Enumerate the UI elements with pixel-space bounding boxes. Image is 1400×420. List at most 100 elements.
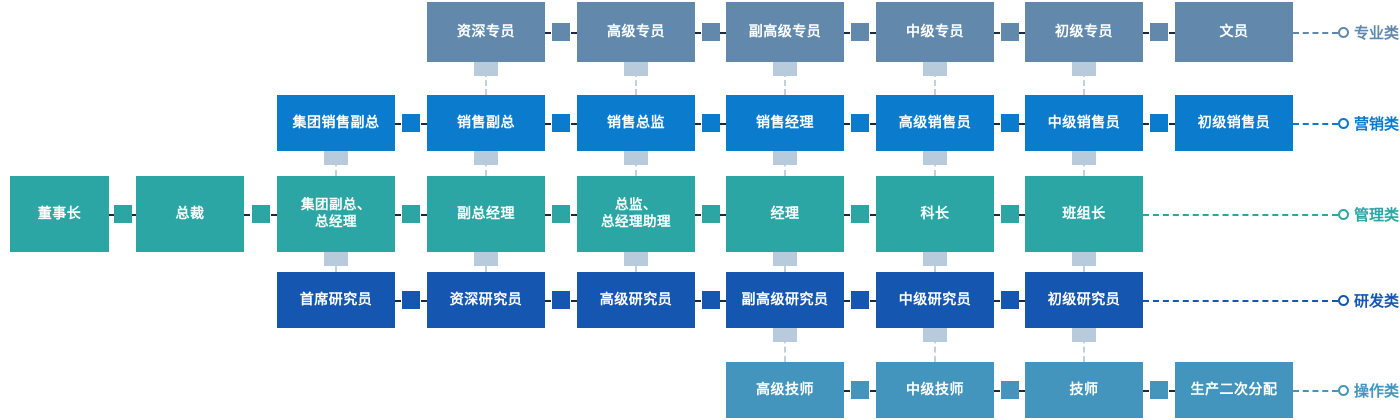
legend-marker-management[interactable] bbox=[1338, 208, 1349, 220]
legend-line-technician bbox=[1293, 390, 1338, 392]
node-technician-0[interactable]: 高级技师 bbox=[726, 362, 844, 418]
node-specialist-4[interactable]: 初级专员 bbox=[1025, 2, 1143, 62]
connector-square bbox=[1000, 381, 1019, 399]
connector-square bbox=[402, 114, 420, 132]
legend-line-specialist bbox=[1293, 32, 1338, 34]
vertical-connector-tab bbox=[474, 151, 498, 165]
connector-square bbox=[851, 23, 869, 41]
node-management-5[interactable]: 经理 bbox=[726, 176, 844, 252]
vertical-connector bbox=[784, 62, 786, 95]
vertical-connector-tab bbox=[1072, 62, 1096, 76]
node-research-1[interactable]: 资深研究员 bbox=[427, 272, 545, 328]
vertical-connector-tab bbox=[1072, 328, 1096, 342]
vertical-connector-tab bbox=[1072, 252, 1096, 266]
vertical-connector-tab bbox=[773, 328, 797, 342]
vertical-connector bbox=[784, 328, 786, 362]
connector-square bbox=[701, 23, 720, 41]
legend-line-management bbox=[1143, 214, 1338, 216]
connector-square bbox=[402, 291, 420, 309]
connector-square bbox=[1150, 381, 1168, 399]
node-technician-1[interactable]: 中级技师 bbox=[876, 362, 994, 418]
vertical-connector-tab bbox=[324, 151, 348, 165]
node-management-7[interactable]: 班组长 bbox=[1025, 176, 1143, 252]
vertical-connector-tab bbox=[624, 252, 648, 266]
vertical-connector-tab bbox=[624, 151, 648, 165]
vertical-connector-tab bbox=[474, 62, 498, 76]
connector-square bbox=[251, 205, 270, 223]
vertical-connector-tab bbox=[923, 62, 947, 76]
connector-square bbox=[851, 205, 869, 223]
node-management-3[interactable]: 副总经理 bbox=[427, 176, 545, 252]
connector-square bbox=[701, 205, 720, 223]
connector-square bbox=[1150, 23, 1168, 41]
connector-square bbox=[1000, 205, 1019, 223]
node-sales-0[interactable]: 集团销售副总 bbox=[277, 95, 395, 151]
node-research-4[interactable]: 中级研究员 bbox=[876, 272, 994, 328]
node-management-1[interactable]: 总裁 bbox=[136, 176, 244, 252]
node-research-2[interactable]: 高级研究员 bbox=[577, 272, 695, 328]
connector-square bbox=[701, 114, 720, 132]
legend-line-research bbox=[1143, 300, 1338, 302]
vertical-connector-tab bbox=[1072, 151, 1096, 165]
connector-square bbox=[552, 23, 570, 41]
legend-marker-technician[interactable] bbox=[1338, 384, 1349, 396]
connector-square bbox=[552, 291, 570, 309]
vertical-connector bbox=[1083, 62, 1085, 95]
connector-square bbox=[552, 114, 570, 132]
node-sales-4[interactable]: 高级销售员 bbox=[876, 95, 994, 151]
vertical-connector bbox=[934, 62, 936, 95]
vertical-connector bbox=[485, 62, 487, 95]
node-research-3[interactable]: 副高级研究员 bbox=[726, 272, 844, 328]
vertical-connector bbox=[1083, 328, 1085, 362]
vertical-connector-tab bbox=[474, 252, 498, 266]
vertical-connector-tab bbox=[624, 62, 648, 76]
vertical-connector-tab bbox=[923, 252, 947, 266]
node-sales-3[interactable]: 销售经理 bbox=[726, 95, 844, 151]
legend-label-sales: 营销类 bbox=[1354, 116, 1400, 133]
connector-square bbox=[1000, 114, 1019, 132]
node-specialist-3[interactable]: 中级专员 bbox=[876, 2, 994, 62]
connector-square bbox=[701, 291, 720, 309]
node-management-0[interactable]: 董事长 bbox=[10, 176, 109, 252]
connector-square bbox=[851, 291, 869, 309]
connector-square bbox=[402, 205, 420, 223]
vertical-connector bbox=[934, 328, 936, 362]
vertical-connector-tab bbox=[773, 151, 797, 165]
legend-marker-research[interactable] bbox=[1338, 294, 1349, 306]
node-sales-6[interactable]: 初级销售员 bbox=[1175, 95, 1293, 151]
legend-label-management: 管理类 bbox=[1354, 207, 1400, 224]
node-management-6[interactable]: 科长 bbox=[876, 176, 994, 252]
vertical-connector bbox=[635, 62, 637, 95]
legend-marker-specialist[interactable] bbox=[1338, 26, 1349, 38]
vertical-connector-tab bbox=[773, 62, 797, 76]
legend-label-research: 研发类 bbox=[1354, 293, 1400, 310]
legend-label-technician: 操作类 bbox=[1354, 383, 1400, 400]
node-technician-3[interactable]: 生产二次分配 bbox=[1175, 362, 1293, 418]
node-specialist-1[interactable]: 高级专员 bbox=[577, 2, 695, 62]
node-research-0[interactable]: 首席研究员 bbox=[277, 272, 395, 328]
node-technician-2[interactable]: 技师 bbox=[1025, 362, 1143, 418]
node-specialist-2[interactable]: 副高级专员 bbox=[726, 2, 844, 62]
node-sales-5[interactable]: 中级销售员 bbox=[1025, 95, 1143, 151]
vertical-connector-tab bbox=[923, 328, 947, 342]
legend-label-specialist: 专业类 bbox=[1354, 25, 1400, 42]
legend-line-sales bbox=[1293, 123, 1338, 125]
connector-square bbox=[1000, 23, 1019, 41]
node-sales-1[interactable]: 销售副总 bbox=[427, 95, 545, 151]
connector-square bbox=[851, 114, 869, 132]
connector-square bbox=[1150, 114, 1168, 132]
node-management-2[interactable]: 集团副总、 总经理 bbox=[277, 176, 395, 252]
connector-square bbox=[851, 381, 869, 399]
node-management-4[interactable]: 总监、 总经理助理 bbox=[577, 176, 695, 252]
node-specialist-0[interactable]: 资深专员 bbox=[427, 2, 545, 62]
connector-square bbox=[1000, 291, 1019, 309]
vertical-connector-tab bbox=[773, 252, 797, 266]
legend-marker-sales[interactable] bbox=[1338, 117, 1349, 129]
node-sales-2[interactable]: 销售总监 bbox=[577, 95, 695, 151]
node-specialist-5[interactable]: 文员 bbox=[1175, 2, 1293, 62]
connector-square bbox=[113, 205, 132, 223]
vertical-connector-tab bbox=[923, 151, 947, 165]
vertical-connector-tab bbox=[324, 252, 348, 266]
node-research-5[interactable]: 初级研究员 bbox=[1025, 272, 1143, 328]
